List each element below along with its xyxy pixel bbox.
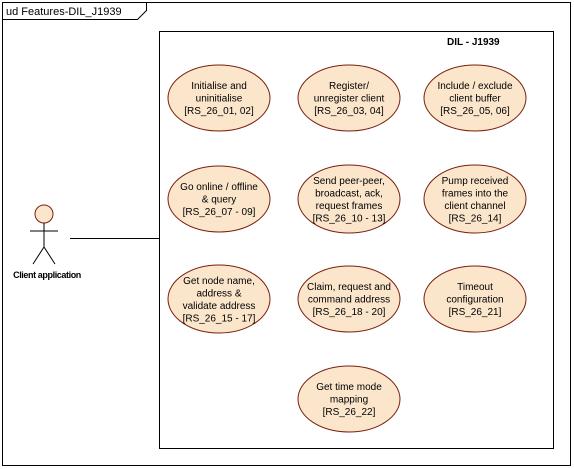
use-case-register[interactable]: Register/unregister client[RS_26_03, 04]: [297, 64, 401, 132]
use-case-label-line: [RS_26_21]: [449, 307, 502, 318]
use-case-label-line: [RS_26_07 - 09]: [183, 207, 256, 218]
use-case-claim[interactable]: Claim, request and command address[RS_26_…: [297, 265, 401, 333]
use-case-label-line: configuration: [446, 295, 503, 306]
use-case-label-line: Send peer-peer,: [313, 176, 385, 187]
use-case-label-line: [RS_26_15 - 17]: [183, 313, 256, 324]
use-case-label-line: Initialise and: [191, 81, 247, 92]
use-case-label-line: Pump received: [442, 176, 509, 187]
use-case-layer: Initialise and uninitialise[RS_26_01, 02]…: [167, 64, 527, 433]
use-case-timemode[interactable]: Get time mode mapping[RS_26_22]: [297, 365, 401, 433]
use-case-label-line: command address: [308, 295, 390, 306]
use-case-label-line: Include / exclude: [437, 81, 512, 92]
use-case-ellipse: [423, 164, 527, 234]
use-case-label-line: broadcast, ack,: [315, 188, 383, 199]
use-case-label-line: client buffer: [449, 94, 501, 105]
use-case-label-line: Go online / offline: [180, 182, 258, 193]
actor-right-leg: [43, 246, 56, 265]
system-title: DIL - J1939: [447, 37, 500, 48]
use-case-label-line: [RS_26_22]: [323, 407, 376, 418]
use-case-label-line: [RS_26_03, 04]: [314, 106, 384, 117]
use-case-label-line: Timeout: [457, 282, 493, 293]
use-case-label-line: unregister client: [314, 94, 385, 105]
use-case-ellipse: [297, 365, 401, 433]
use-case-ellipse: [167, 64, 271, 132]
use-case-timeout[interactable]: Timeout configuration[RS_26_21]: [423, 265, 527, 333]
use-case-label-line: [RS_26_18 - 20]: [313, 307, 386, 318]
use-case-ellipse: [297, 64, 401, 132]
actor-left-leg: [32, 246, 45, 265]
use-case-ellipse: [297, 265, 401, 333]
use-case-nodename[interactable]: Get node name,address & validate address[…: [167, 264, 271, 334]
use-case-online[interactable]: Go online / offline & query[RS_26_07 - 09…: [167, 165, 271, 233]
use-case-label-line: validate address: [183, 301, 256, 312]
use-case-label-line: Claim, request and: [307, 282, 391, 293]
use-case-ellipse: [423, 265, 527, 333]
actor-client-application[interactable]: Client application: [13, 204, 81, 280]
use-case-label-line: [RS_26_05, 06]: [440, 106, 510, 117]
use-case-label-line: request frames: [316, 201, 383, 212]
use-case-send[interactable]: Send peer-peer,broadcast, ack, request fr…: [297, 164, 401, 234]
use-case-ellipse: [167, 165, 271, 233]
use-case-label-line: mapping: [330, 395, 368, 406]
use-case-label-line: Get node name,: [183, 276, 255, 287]
use-case-buffer[interactable]: Include / exclude client buffer[RS_26_05,…: [423, 64, 527, 132]
frame-title-tab: [2, 2, 147, 20]
use-case-label-line: frames into the: [442, 188, 509, 199]
use-case-label-line: [RS_26_01, 02]: [184, 106, 254, 117]
use-case-ellipse: [167, 264, 271, 334]
use-case-label-line: uninitialise: [196, 94, 243, 105]
use-case-label-line: Register/: [329, 81, 369, 92]
use-case-label-line: [RS_26_10 - 13]: [313, 213, 386, 224]
use-case-label-line: Get time mode: [316, 382, 382, 393]
use-case-ellipse: [423, 64, 527, 132]
use-case-label-line: [RS_26_14]: [449, 213, 502, 224]
use-case-init[interactable]: Initialise and uninitialise[RS_26_01, 02]: [167, 64, 271, 132]
use-case-ellipse: [297, 164, 401, 234]
frame-title: ud Features-DIL_J1939: [6, 6, 122, 18]
use-case-label-line: address &: [196, 288, 241, 299]
use-case-label-line: & query: [202, 195, 236, 206]
actor-head-icon: [34, 204, 54, 224]
actor-name: Client application: [13, 270, 81, 280]
use-case-label-line: client channel: [444, 201, 505, 212]
